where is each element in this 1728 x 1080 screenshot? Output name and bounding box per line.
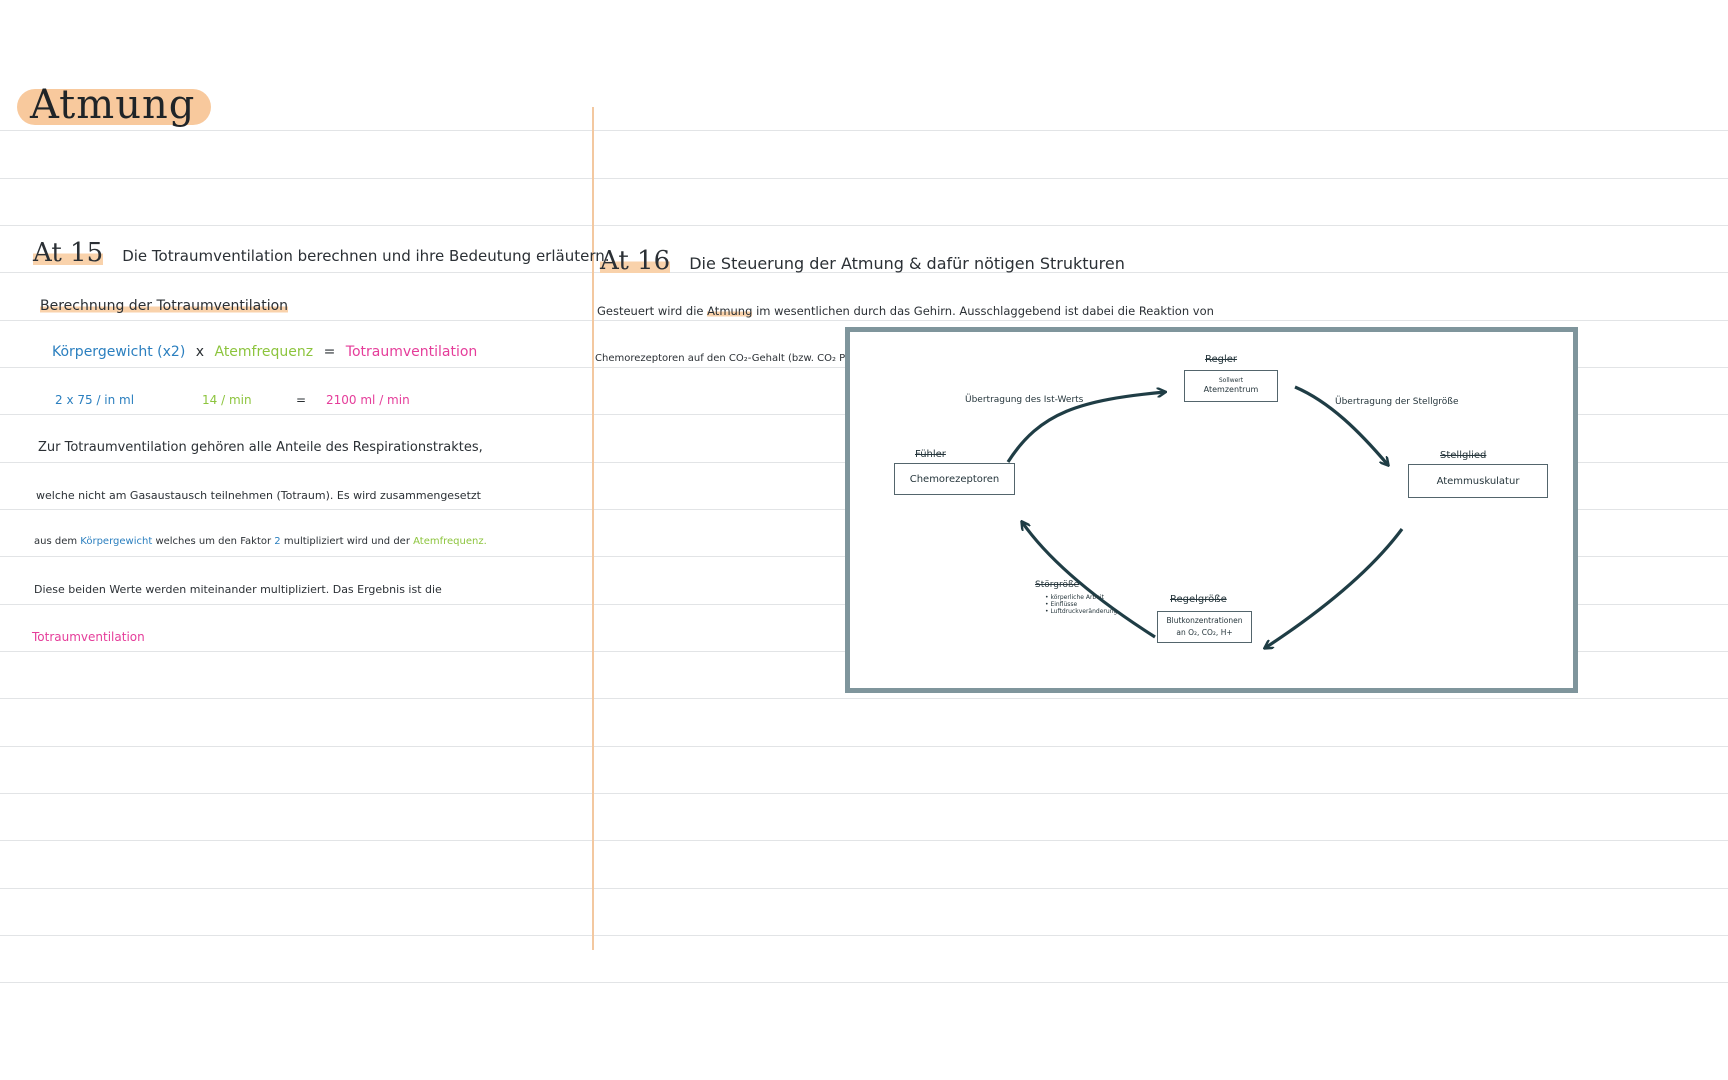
- regler-sollwert: Sollwert: [1218, 377, 1244, 384]
- arrow-regelgroesse-to-fuehler: [1022, 522, 1156, 639]
- section-heading-text: Die Steuerung der Atmung & dafür nötigen…: [689, 254, 1125, 273]
- paragraph-line-1: Zur Totraumventilation gehören alle Ante…: [38, 440, 483, 455]
- regler-box-text: Atemzentrum: [1203, 385, 1259, 394]
- fuehler-box: Chemorezeptoren: [894, 463, 1015, 495]
- right-line-2: Chemorezeptoren auf den CO₂-Gehalt (bzw.…: [595, 353, 945, 364]
- stellglied-label: Stellglied: [1440, 450, 1487, 461]
- formula-term-bodyweight: Körpergewicht (x2): [52, 344, 186, 360]
- regelgroesse-box-line-2: an O₂, CO₂, H+: [1176, 628, 1233, 637]
- section-code: At 15: [33, 238, 104, 268]
- value-breathing-rate: 14 / min: [202, 393, 252, 407]
- section-heading-text: Die Totraumventilation berechnen und ihr…: [122, 247, 610, 265]
- section-at15-heading: At 15 Die Totraumventilation berechnen u…: [33, 238, 610, 268]
- stoergroesse-item-1: • körperliche Arbeit: [1045, 594, 1104, 601]
- paragraph-text: multipliziert wird und der: [283, 536, 410, 547]
- right-keyword-atmung: Atmung: [707, 304, 753, 318]
- formula: Körpergewicht (x2) x Atemfrequenz = Totr…: [52, 344, 477, 360]
- formula-term-breathing-rate: Atemfrequenz: [214, 344, 314, 360]
- arrow-regler-to-stellglied: [1294, 385, 1388, 465]
- paragraph-line-4: Diese beiden Werte werden miteinander mu…: [34, 583, 442, 596]
- arrow-label-ist-wert: Übertragung des Ist-Werts: [965, 395, 1084, 405]
- section-code: At 16: [600, 246, 671, 276]
- right-text: Gesteuert wird die: [597, 304, 704, 318]
- right-line-1: Gesteuert wird die Atmung im wesentliche…: [597, 304, 1214, 318]
- formula-equals: =: [323, 344, 336, 360]
- stoergroesse-label: Störgröße: [1035, 580, 1080, 590]
- regelgroesse-box: Blutkonzentrationen an O₂, CO₂, H+: [1157, 611, 1252, 643]
- arrow-label-stellgroesse: Übertragung der Stellgröße: [1335, 397, 1459, 407]
- formula-operator: x: [195, 344, 205, 360]
- value-bodyweight: 2 x 75 / in ml: [55, 393, 135, 407]
- regler-box: Sollwert Atemzentrum: [1184, 370, 1278, 402]
- page-title: Atmung: [30, 82, 196, 128]
- paragraph-text: welches um den Faktor: [155, 536, 272, 547]
- regler-label: Regler: [1205, 354, 1238, 365]
- subheading: Berechnung der Totraumventilation: [40, 298, 289, 314]
- paragraph-line-3: aus dem Körpergewicht welches um den Fak…: [34, 536, 487, 547]
- regulation-diagram: Regler Sollwert Atemzentrum Fühler Chemo…: [845, 327, 1578, 693]
- right-text: im wesentlichen durch das Gehirn. Aussch…: [756, 304, 1214, 318]
- section-at16-heading: At 16 Die Steuerung der Atmung & dafür n…: [600, 246, 1125, 276]
- value-deadspace: 2100 ml / min: [326, 393, 410, 407]
- paragraph-line-5: Totraumventilation: [32, 630, 145, 644]
- arrow-fuehler-to-regler: [1006, 392, 1165, 463]
- margin-line: [592, 107, 594, 950]
- regelgroesse-box-line-1: Blutkonzentrationen: [1166, 616, 1243, 625]
- diagram-arrows: [1006, 385, 1404, 688]
- stellglied-box: Atemmuskulatur: [1408, 464, 1548, 498]
- fuehler-label: Fühler: [915, 449, 946, 460]
- subheading-text: Berechnung der Totraumventilation: [40, 298, 289, 314]
- formula-term-deadspace: Totraumventilation: [345, 344, 478, 360]
- paragraph-keyword-factor: 2: [274, 536, 281, 547]
- paragraph-keyword-bodyweight: Körpergewicht: [80, 536, 153, 547]
- title-highlight: [17, 89, 211, 125]
- paragraph-line-2: welche nicht am Gasaustausch teilnehmen …: [36, 489, 481, 502]
- arrow-stellglied-to-regelgroesse: [1265, 528, 1404, 648]
- paragraph-keyword-breathing-rate: Atemfrequenz.: [413, 536, 487, 547]
- paragraph-text: aus dem: [34, 536, 78, 547]
- stoergroesse-item-2: • Einflüsse: [1045, 601, 1078, 608]
- regelgroesse-label: Regelgröße: [1170, 594, 1227, 605]
- value-equals: =: [296, 393, 307, 407]
- stoergroesse-item-3: • Luftdruckveränderung: [1045, 608, 1118, 615]
